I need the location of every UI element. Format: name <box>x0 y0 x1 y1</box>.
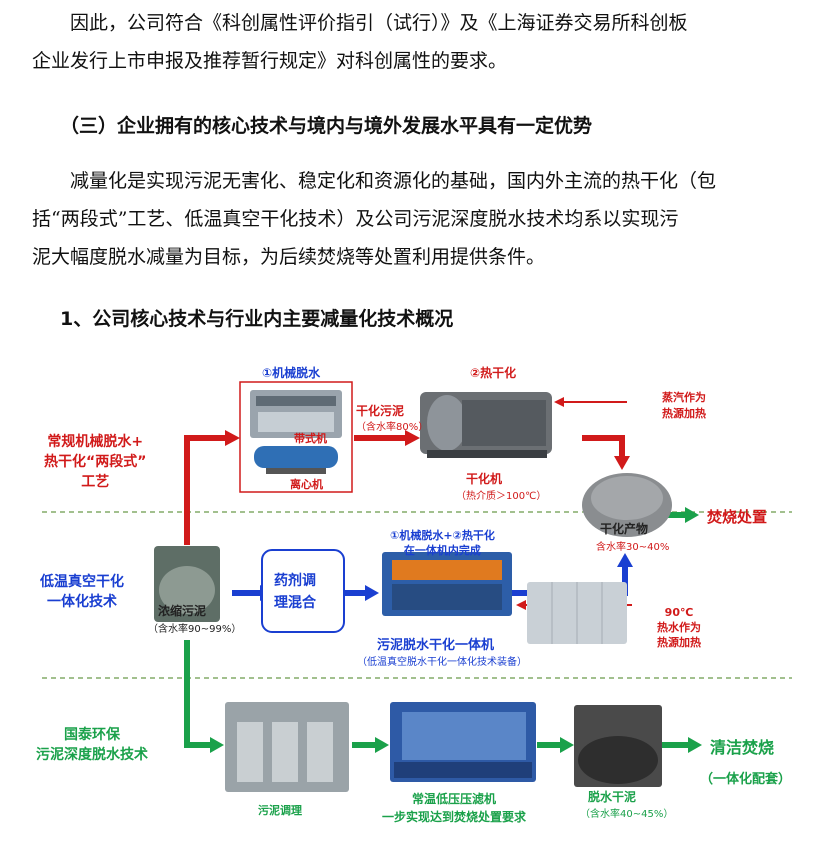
clean-burn-label: 清洁焚烧 <box>710 738 775 757</box>
dried-sludge-label: 干化污泥 <box>356 404 405 418</box>
guotai-line-2: 污泥深度脱水技术 <box>36 747 148 763</box>
paragraph-1: 因此，公司符合《科创属性评价指引（试行）》及《上海证券交易所科创板 企业发行上市… <box>32 4 802 80</box>
mechanical-dewater-box <box>239 381 353 493</box>
cake-label: 脱水干泥 <box>588 790 637 804</box>
dry-product-label: 干化产物 <box>600 522 649 536</box>
combo-label: ①机械脱水+②热干化 在一体机内完成 <box>390 528 495 558</box>
thermal-dry-label: ②热干化 <box>470 366 517 380</box>
integrated-label: （一体化配套） <box>700 772 792 787</box>
two-stage-line-3: 工艺 <box>81 474 110 490</box>
belt-label: 带式机 <box>294 432 327 445</box>
combo-line-2: 在一体机内完成 <box>403 544 481 557</box>
incineration-label: 焚烧处置 <box>707 508 768 526</box>
press-label: 常温低压压滤机 一步实现达到焚烧处置要求 <box>382 790 526 826</box>
paragraph-2: 减量化是实现污泥无害化、稳定化和资源化的基础，国内外主流的热干化（包 括“两段式… <box>32 162 802 276</box>
reagent-label: 药剂调 理混合 <box>274 570 316 614</box>
diagram-graphics <box>42 381 792 792</box>
green-path-down <box>184 640 212 748</box>
combo-line-1: ①机械脱水+②热干化 <box>390 529 495 542</box>
dryer-note: （热介质＞100℃） <box>456 491 547 502</box>
vacuum-line-2: 一体化技术 <box>47 594 117 610</box>
concentrated-label: 浓缩污泥 <box>158 604 207 618</box>
cake-note: （含水率40~45%） <box>580 809 674 820</box>
reagent-box <box>261 549 345 633</box>
red-path-to-dewater <box>184 435 227 545</box>
paragraph-1-line-1: 因此，公司符合《科创属性评价指引（试行）》及《上海证券交易所科创板 <box>70 12 688 34</box>
paragraph-2-line-1: 减量化是实现污泥无害化、稳定化和资源化的基础，国内外主流的热干化（包 <box>70 170 717 192</box>
reagent-line-2: 理混合 <box>274 595 316 611</box>
machine-label: 污泥脱水干化一体机 <box>377 638 495 653</box>
hot-line-3: 热源加热 <box>657 636 701 649</box>
conditioning-label: 污泥调理 <box>258 804 302 817</box>
sub-heading: 1、公司核心技术与行业内主要减量化技术概况 <box>60 308 454 330</box>
two-stage-line-1: 常规机械脱水+ <box>47 434 144 450</box>
label-guotai: 国泰环保 污泥深度脱水技术 <box>36 725 148 765</box>
label-vacuum: 低温真空干化 一体化技术 <box>40 572 124 612</box>
press-line-1: 常温低压压滤机 <box>412 792 497 806</box>
paragraph-2-line-3: 泥大幅度脱水减量为目标，为后续焚烧等处置利用提供条件。 <box>32 246 546 268</box>
paragraph-1-line-2: 企业发行上市申报及推荐暂行规定》对科创属性的要求。 <box>32 50 508 72</box>
steam-label: 蒸汽作为 热源加热 <box>662 390 706 422</box>
centrifuge-image <box>254 446 338 468</box>
steam-line-1: 蒸汽作为 <box>662 391 706 404</box>
dried-sludge-note: （含水率80%） <box>356 422 429 433</box>
mech-dewater-label: ①机械脱水 <box>262 366 321 380</box>
concentrated-note: （含水率90~99%） <box>148 624 242 635</box>
process-diagram: 常规机械脱水+ 热干化“两段式” 工艺 低温真空干化 一体化技术 国泰环保 污泥… <box>22 350 812 840</box>
paragraph-2-line-2: 括“两段式”工艺、低温真空干化技术）及公司污泥深度脱水技术均系以实现污 <box>32 208 679 230</box>
dryer-label: 干化机 <box>466 472 503 486</box>
machine-note: （低温真空脱水干化一体化技术装备） <box>357 657 527 668</box>
section-heading: （三）企业拥有的核心技术与境内与境外发展水平具有一定优势 <box>60 115 593 137</box>
dry-product-note: 含水率30~40% <box>596 542 670 553</box>
centrifuge-label: 离心机 <box>290 478 323 491</box>
vacuum-line-1: 低温真空干化 <box>40 574 124 590</box>
two-stage-line-2: 热干化“两段式” <box>44 454 147 470</box>
red-arrow-to-product <box>582 435 625 458</box>
steam-line-2: 热源加热 <box>662 407 706 420</box>
label-two-stage: 常规机械脱水+ 热干化“两段式” 工艺 <box>44 432 146 492</box>
hot-water-label: 90℃ 热水作为 热源加热 <box>657 605 701 650</box>
press-line-2: 一步实现达到焚烧处置要求 <box>382 810 527 824</box>
hot-line-1: 90℃ <box>664 606 694 619</box>
reagent-line-1: 药剂调 <box>274 573 316 589</box>
hot-line-2: 热水作为 <box>657 621 701 634</box>
guotai-line-1: 国泰环保 <box>64 727 120 743</box>
